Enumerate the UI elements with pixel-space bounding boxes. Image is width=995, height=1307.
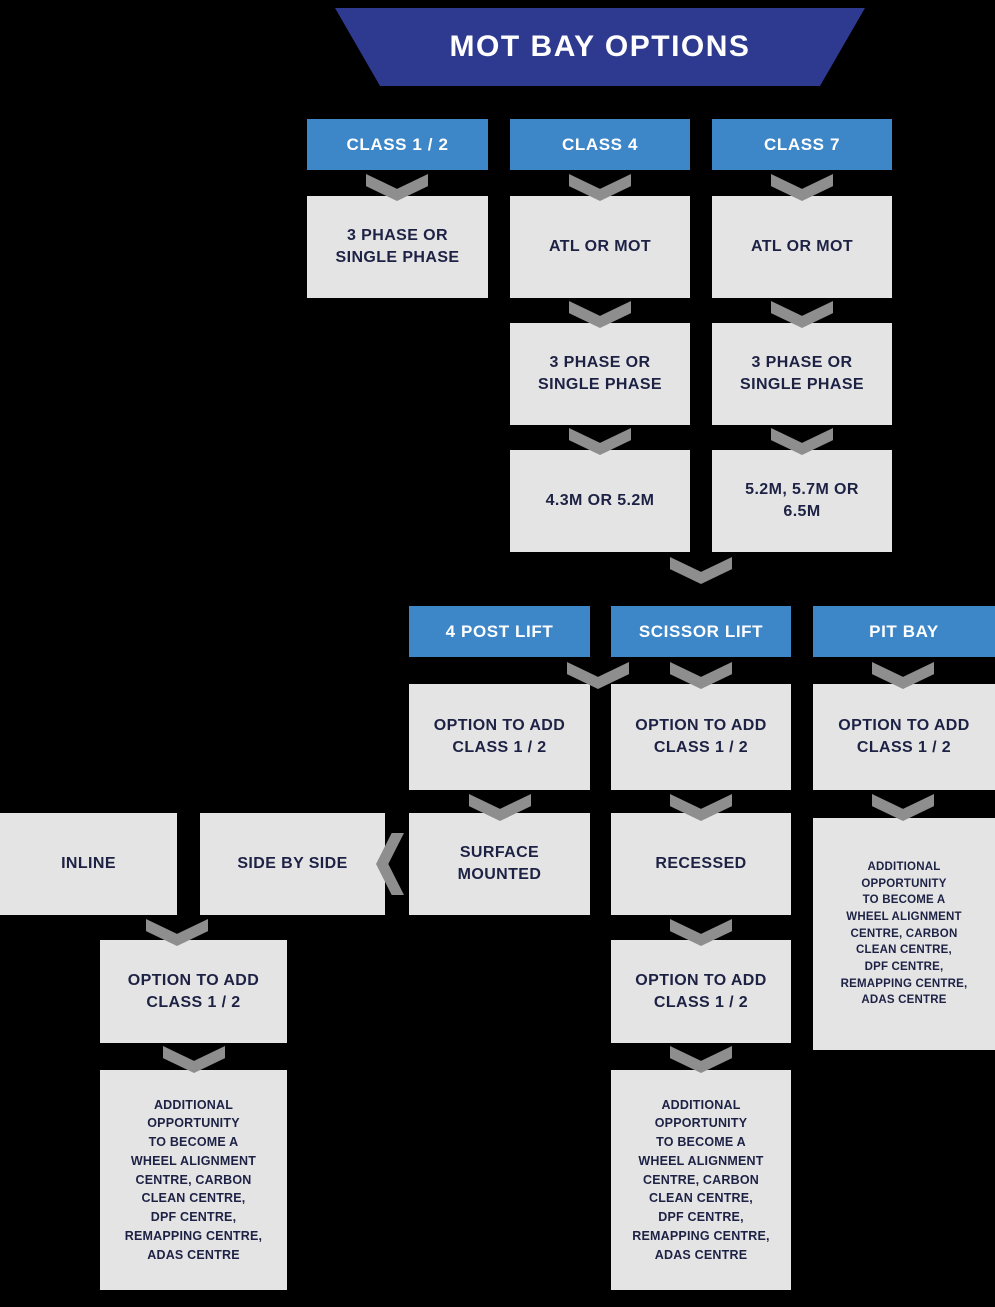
page-title: MOT BAY OPTIONS (449, 30, 751, 63)
node-class7-atl-or-mot: ATL OR MOT (712, 196, 892, 298)
node-inline: INLINE (0, 813, 177, 915)
node-inline-option-add-class12: OPTION TO ADD CLASS 1 / 2 (100, 940, 287, 1043)
node-class4-phase: 3 PHASE OR SINGLE PHASE (510, 323, 690, 425)
node-4-post-lift: 4 POST LIFT (409, 606, 590, 657)
chevron-down-icon (670, 1046, 732, 1073)
chevron-down-icon (670, 557, 732, 584)
node-class-7: CLASS 7 (712, 119, 892, 170)
node-class-1-2: CLASS 1 / 2 (307, 119, 488, 170)
node-recessed-option-add-class12: OPTION TO ADD CLASS 1 / 2 (611, 940, 791, 1043)
node-recessed: RECESSED (611, 813, 791, 915)
node-surface-mounted: SURFACE MOUNTED (409, 813, 590, 915)
node-scissor-option-add-class12: OPTION TO ADD CLASS 1 / 2 (611, 684, 791, 790)
chevron-down-icon (163, 1046, 225, 1073)
node-inline-additional-opportunity: ADDITIONAL OPPORTUNITY TO BECOME A WHEEL… (100, 1070, 287, 1290)
node-pit-bay: PIT BAY (813, 606, 995, 657)
node-pitbay-additional-opportunity: ADDITIONAL OPPORTUNITY TO BECOME A WHEEL… (813, 818, 995, 1050)
node-pitbay-option-add-class12: OPTION TO ADD CLASS 1 / 2 (813, 684, 995, 790)
node-class7-length: 5.2M, 5.7M OR 6.5M (712, 450, 892, 552)
node-scissor-lift: SCISSOR LIFT (611, 606, 791, 657)
title-banner: MOT BAY OPTIONS (335, 8, 865, 86)
node-class4-length: 4.3M OR 5.2M (510, 450, 690, 552)
node-side-by-side: SIDE BY SIDE (200, 813, 385, 915)
node-class7-phase: 3 PHASE OR SINGLE PHASE (712, 323, 892, 425)
node-class-4: CLASS 4 (510, 119, 690, 170)
node-recessed-additional-opportunity: ADDITIONAL OPPORTUNITY TO BECOME A WHEEL… (611, 1070, 791, 1290)
node-class12-phase: 3 PHASE OR SINGLE PHASE (307, 196, 488, 298)
chevron-down-icon (872, 794, 934, 821)
node-postlift-option-add-class12: OPTION TO ADD CLASS 1 / 2 (409, 684, 590, 790)
node-class4-atl-or-mot: ATL OR MOT (510, 196, 690, 298)
